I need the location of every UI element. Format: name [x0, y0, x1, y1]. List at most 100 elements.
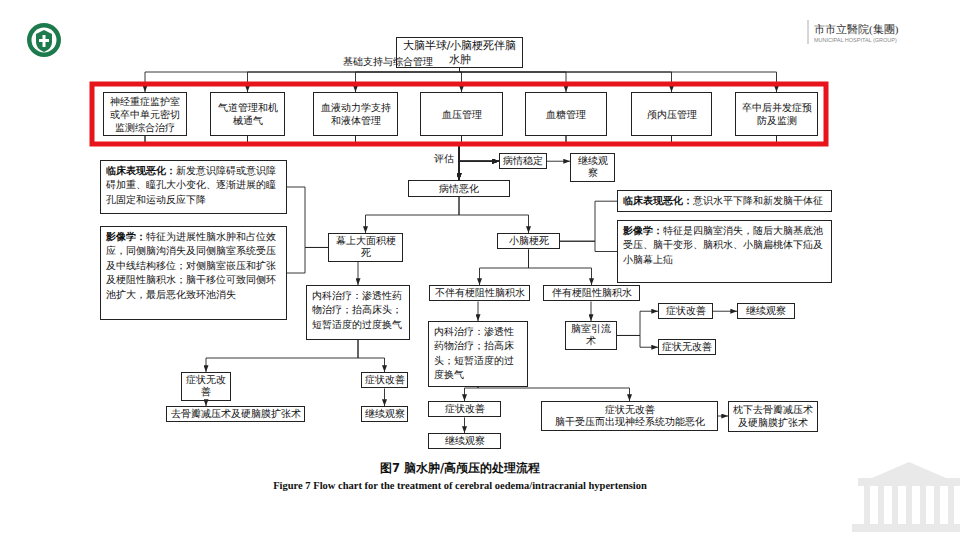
connector-arrow [478, 301, 479, 321]
connector-arrow [478, 387, 630, 401]
node-text: 血糖管理 [546, 108, 586, 121]
node-text: 症状改善 [666, 305, 706, 317]
process-box: 血液动力学支持和液体管理 [313, 92, 398, 136]
watermark-column [864, 486, 870, 524]
node-text: 颅内压管理 [647, 108, 697, 121]
status-box: 症状改善 [658, 303, 713, 319]
process-box: 小脑梗死 [497, 233, 560, 249]
process-box: 伴有梗阻性脑积水 [543, 285, 640, 301]
connector-arrow [145, 136, 499, 161]
node-text: 不伴有梗阻性脑积水 [435, 287, 525, 299]
connector-arrow [617, 311, 658, 335]
connector-group [145, 68, 777, 433]
building-watermark [852, 462, 960, 532]
connector-arrow [206, 401, 207, 406]
watermark-roof [858, 478, 960, 486]
connector-arrow [480, 249, 529, 285]
node-text: 继续观察 [445, 435, 485, 447]
connector-arrow [459, 136, 499, 161]
annotation-label: 基础支持与综合管理 [343, 55, 433, 69]
connector-arrow [459, 136, 566, 161]
node-text: 伴有梗阻性脑积水 [552, 287, 632, 299]
connector-arrow [459, 197, 529, 233]
node-text: 气道管理和机械通气 [213, 101, 282, 127]
status-box: 症状改善 [428, 401, 501, 417]
connector-arrow [366, 197, 460, 233]
header-text: MUNICIPAL HOSPITAL (GROUP) [814, 37, 897, 43]
node-text: 幕上大面积梗死 [331, 235, 400, 260]
process-box: 卒中后并发症预防及监测 [735, 92, 818, 136]
connector-arrow [547, 161, 570, 162]
note-box: 临床表现恶化：意识水平下降和新发脑干体征 [617, 190, 832, 212]
header-divider [808, 20, 809, 44]
connector-arrow [459, 136, 777, 161]
connector-arrow [560, 241, 617, 251]
process-box: 血压管理 [420, 92, 503, 136]
highlight-frame [92, 84, 826, 144]
status-box: 症状改善 [361, 372, 408, 388]
connector-arrow [529, 249, 592, 285]
watermark-column [906, 486, 912, 524]
connector-arrow [248, 136, 500, 161]
logo-shield [36, 30, 52, 52]
figure-caption: 图7 脑水肿/高颅压的处理流程 [150, 461, 770, 476]
status-box: 病情恶化 [408, 180, 510, 197]
process-box: 不伴有梗阻性脑积水 [429, 285, 530, 301]
outcome-box: 继续观察 [737, 303, 795, 319]
connector-arrow [560, 201, 617, 241]
watermark-column [892, 486, 898, 524]
node-text: 病情恶化 [439, 182, 479, 195]
node-text: 卒中后并发症预防及监测 [738, 101, 815, 127]
node-text: 症状改善 [445, 403, 485, 415]
connector-arrow [248, 136, 460, 180]
connector-arrow [460, 68, 777, 92]
process-box: 血糖管理 [525, 92, 607, 136]
node-text: 血压管理 [442, 108, 482, 121]
connector-arrow [459, 136, 777, 180]
node-text: 小脑梗死 [509, 235, 549, 247]
note-heading: 影像学： [106, 231, 146, 242]
connector-arrow [459, 136, 566, 180]
node-text: 意识水平下降和新发脑干体征 [693, 195, 823, 206]
connector-arrow [356, 136, 500, 161]
watermark-column [934, 486, 940, 524]
status-box: 症状无改善 [658, 339, 716, 355]
logo-cross [39, 39, 49, 42]
connector-arrow [384, 388, 385, 406]
status-box: 症状无改善 [181, 372, 231, 401]
note-box: 影像学：特征是四脑室消失，随后大脑基底池受压、脑干变形、脑积水、小脑扁桃体下疝及… [617, 220, 832, 283]
caption-english: Figure 7 Flow chart for the treatment of… [150, 480, 770, 491]
outcome-box: 继续观察 [428, 433, 501, 449]
connector-arrow [459, 136, 672, 180]
status-box: 症状无改善脑干受压而出现神经系统功能恶化 [541, 401, 718, 431]
watermark-column [920, 486, 926, 524]
connector-arrow [718, 416, 728, 417]
treatment-box: 内科治疗：渗透性药物治疗；抬高床头；短暂适度的过度换气 [306, 285, 410, 340]
process-box: 颅内压管理 [631, 92, 712, 136]
connector-arrow [591, 301, 592, 321]
watermark-base [852, 524, 960, 532]
outcome-box: 继续观察 [361, 406, 408, 422]
connector-arrow [617, 335, 658, 347]
node-text: 内科治疗：渗透性药物治疗；抬高床头；短暂适度的过度换气 [434, 326, 514, 380]
connector-arrow [145, 136, 459, 180]
treatment-box: 内科治疗：渗透性药物治疗；抬高床头；短暂适度的过度换气 [428, 321, 528, 387]
node-text: 神经重症监护室或卒中单元密切监测综合治疗 [106, 95, 184, 134]
node-text: 继续观察 [746, 305, 786, 317]
node-text: 症状无改善 [662, 341, 712, 353]
treatment-box: 枕下去骨瓣减压术及硬脑膜扩张术 [728, 401, 818, 432]
connector-arrow [287, 247, 328, 273]
node-text: 内科治疗：渗透性药物治疗；抬高床头；短暂适度的过度换气 [312, 290, 402, 330]
note-box: 影像学：特征为进展性脑水肿和占位效应，同侧脑沟消失及同侧脑室系统受压及中线结构移… [100, 226, 287, 320]
node-text: 脑干受压而出现神经系统功能恶化 [555, 416, 705, 428]
status-box: 病情稳定 [499, 153, 547, 169]
process-box: 神经重症监护室或卒中单元密切监测综合治疗 [103, 92, 187, 136]
connector-arrow [713, 311, 737, 312]
treatment-box: 脑室引流术 [565, 321, 617, 350]
annotation-label: 评估 [434, 152, 454, 166]
node-text: 继续观察 [365, 408, 405, 420]
node-text: 去骨瓣减压术及硬脑膜扩张术 [171, 408, 301, 420]
note-heading: 影像学： [623, 225, 663, 236]
